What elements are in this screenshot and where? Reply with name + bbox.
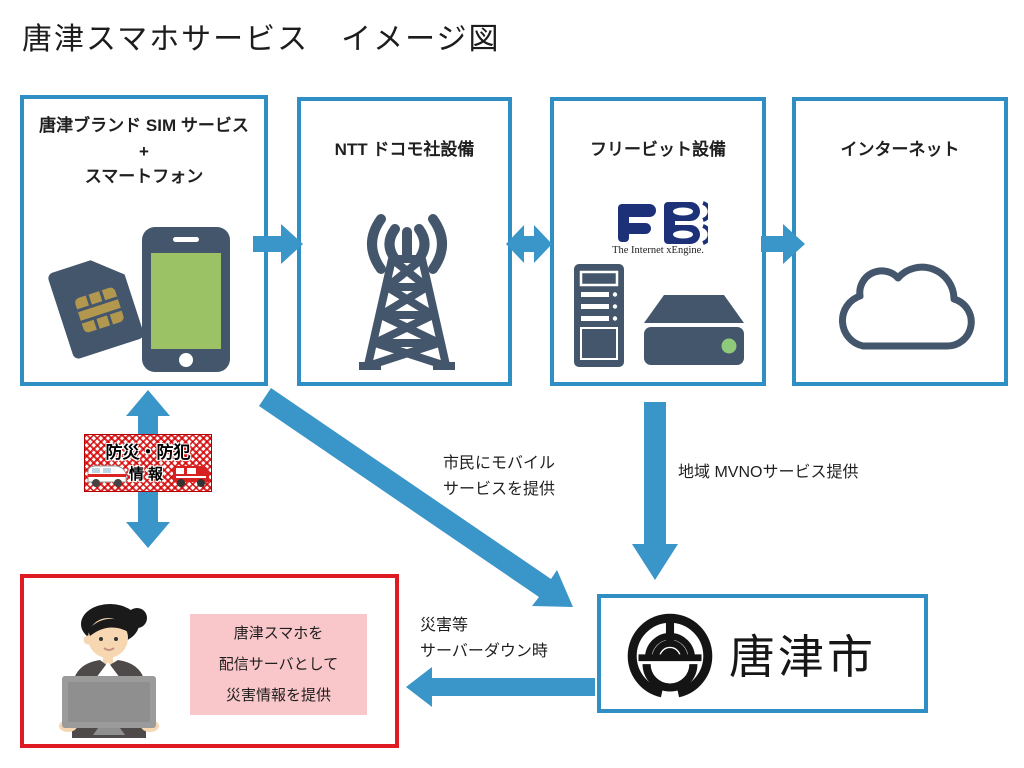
sim-card-icon [46, 260, 144, 359]
smartphone-icon [142, 227, 230, 372]
radio-tower-icon [359, 214, 455, 370]
karatsu-city-label: 唐津市 [729, 630, 876, 683]
arrow-docomo-freebit-bidirectional [506, 225, 552, 263]
ambulance-icon [87, 465, 127, 487]
disaster-delivery-note: 唐津スマホを 配信サーバとして 災害情報を提供 [190, 614, 367, 715]
node-internet-title: インターネット [840, 140, 960, 159]
freebit-logo-caption: The Internet xEngine. [612, 245, 704, 256]
node-sim-title: 唐津ブランド SIM サービス + スマートフォン [39, 116, 249, 186]
node-docomo-title: NTT ドコモ社設備 [334, 140, 475, 159]
server-tower-icon [574, 264, 624, 367]
node-karatsu-city: 唐津市 [597, 594, 928, 713]
freebit-logo-icon [618, 201, 708, 245]
fire-truck-icon [173, 466, 209, 487]
node-disaster-delivery: 唐津スマホを 配信サーバとして 災害情報を提供 [20, 574, 399, 748]
node-docomo: NTT ドコモ社設備 [297, 97, 512, 386]
page-title: 唐津スマホサービス イメージ図 [22, 23, 501, 56]
label-mvno-service: 地域 MVNOサービス提供 [678, 464, 859, 481]
storage-disk-icon [644, 295, 744, 365]
node-freebit-title: フリービット設備 [590, 140, 726, 159]
node-sim-service: 唐津ブランド SIM サービス + スマートフォン [20, 95, 268, 386]
karatsu-city-emblem-icon [627, 613, 713, 698]
operator-at-computer-icon [59, 604, 159, 738]
label-server-down: 災害等 サーバーダウン時 [420, 617, 548, 660]
arrow-city-to-redbox [406, 667, 595, 707]
arrow-freebit-to-city [632, 402, 678, 580]
cloud-icon [839, 263, 975, 350]
node-freebit: フリービット設備 The Internet xEngine. [550, 97, 766, 386]
node-internet: インターネット [792, 97, 1008, 386]
banner-line1: 防災・防犯 [105, 443, 191, 462]
disaster-crime-info-banner: 防災・防犯 情報 [84, 434, 212, 492]
label-mobile-service: 市民にモバイル サービスを提供 [443, 455, 556, 498]
